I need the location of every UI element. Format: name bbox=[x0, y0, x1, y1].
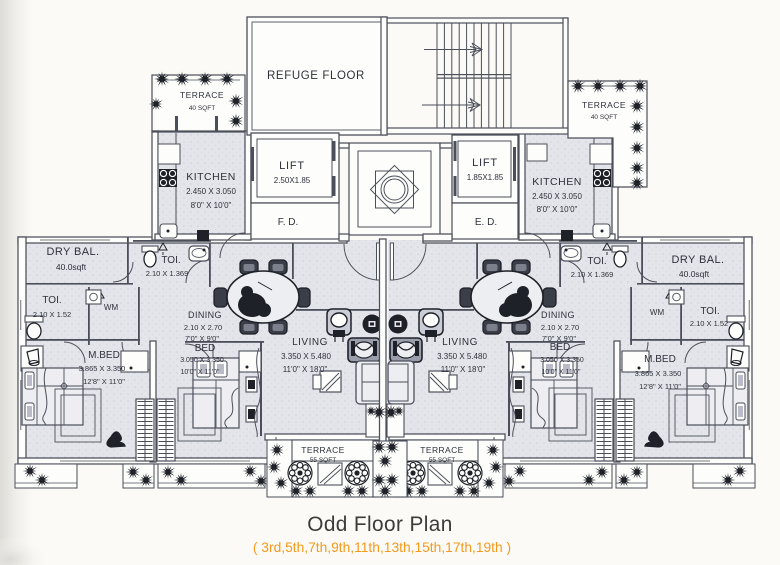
svg-text:7'0" X 9'0": 7'0" X 9'0" bbox=[542, 334, 576, 343]
svg-text:8'0" X 10'0": 8'0" X 10'0" bbox=[191, 201, 232, 210]
svg-text:7'0" X 9'0": 7'0" X 9'0" bbox=[185, 334, 219, 343]
svg-text:11'0" X 18'0": 11'0" X 18'0" bbox=[441, 365, 486, 374]
svg-text:10'0" X 11'0": 10'0" X 11'0" bbox=[180, 369, 220, 376]
svg-text:KITCHEN: KITCHEN bbox=[532, 176, 582, 188]
svg-text:LIVING: LIVING bbox=[292, 337, 328, 348]
svg-text:TOI.: TOI. bbox=[587, 256, 606, 267]
svg-text:3.350 X 5.480: 3.350 X 5.480 bbox=[281, 352, 331, 361]
svg-text:2.10 X 1.369: 2.10 X 1.369 bbox=[571, 270, 614, 279]
svg-text:3.865 X 3.350: 3.865 X 3.350 bbox=[79, 364, 126, 373]
svg-text:TOI.: TOI. bbox=[161, 255, 180, 266]
svg-text:TERRACE: TERRACE bbox=[301, 445, 344, 455]
svg-text:TERRACE: TERRACE bbox=[582, 100, 626, 110]
svg-text:12'8" X 11'0": 12'8" X 11'0" bbox=[83, 377, 125, 386]
svg-text:REFUGE FLOOR: REFUGE FLOOR bbox=[267, 70, 365, 82]
svg-text:LIFT: LIFT bbox=[279, 160, 305, 172]
svg-text:10'0" X 11'0": 10'0" X 11'0" bbox=[541, 369, 581, 376]
svg-text:M.BED: M.BED bbox=[644, 354, 676, 365]
svg-text:2.10 X 2.70: 2.10 X 2.70 bbox=[541, 323, 579, 332]
svg-text:40.0sqft: 40.0sqft bbox=[679, 269, 710, 279]
svg-text:2.10 X 2.70: 2.10 X 2.70 bbox=[184, 323, 222, 332]
svg-text:8'0" X 10'0": 8'0" X 10'0" bbox=[537, 205, 578, 214]
svg-text:TOI.: TOI. bbox=[700, 306, 719, 317]
svg-text:TOI.: TOI. bbox=[42, 295, 61, 306]
svg-text:3.865 X 3.350: 3.865 X 3.350 bbox=[635, 369, 682, 378]
svg-text:40 SQFT: 40 SQFT bbox=[189, 105, 215, 112]
svg-text:40.0sqft: 40.0sqft bbox=[56, 262, 87, 272]
svg-text:DRY BAL.: DRY BAL. bbox=[47, 246, 100, 258]
svg-text:LIFT: LIFT bbox=[472, 157, 498, 169]
svg-text:40 SQFT: 40 SQFT bbox=[591, 114, 617, 121]
svg-text:3.350 X 5.480: 3.350 X 5.480 bbox=[437, 352, 487, 361]
svg-text:DRY BAL.: DRY BAL. bbox=[672, 254, 725, 266]
svg-text:12'8" X 11'0": 12'8" X 11'0" bbox=[639, 382, 681, 391]
svg-text:55 SQFT: 55 SQFT bbox=[310, 457, 336, 464]
svg-text:WM: WM bbox=[650, 308, 665, 317]
svg-text:Odd Floor Plan: Odd Floor Plan bbox=[307, 513, 452, 536]
svg-text:2.10 X 1.52: 2.10 X 1.52 bbox=[33, 310, 71, 319]
svg-text:KITCHEN: KITCHEN bbox=[186, 171, 236, 183]
svg-text:2.50X1.85: 2.50X1.85 bbox=[274, 176, 311, 185]
svg-text:DINING: DINING bbox=[188, 310, 222, 320]
svg-text:2.450 X 3.050: 2.450 X 3.050 bbox=[532, 192, 582, 201]
svg-text:( 3rd,5th,7th,9th,11th,13th,15: ( 3rd,5th,7th,9th,11th,13th,15th,17th,19… bbox=[253, 540, 511, 555]
svg-text:55 SQFT: 55 SQFT bbox=[429, 457, 455, 464]
svg-text:3.050 X 3.350: 3.050 X 3.350 bbox=[540, 357, 584, 364]
svg-text:M.BED: M.BED bbox=[88, 350, 120, 361]
svg-text:WM: WM bbox=[104, 303, 119, 312]
svg-text:TERRACE: TERRACE bbox=[180, 90, 224, 100]
svg-text:3.050 X 3.350: 3.050 X 3.350 bbox=[180, 357, 224, 364]
svg-text:TERRACE: TERRACE bbox=[420, 445, 463, 455]
svg-text:BED: BED bbox=[550, 342, 571, 353]
svg-text:F. D.: F. D. bbox=[278, 217, 299, 228]
svg-text:E. D.: E. D. bbox=[475, 217, 497, 228]
svg-text:DINING: DINING bbox=[541, 310, 575, 320]
svg-text:11'0" X 18'0": 11'0" X 18'0" bbox=[283, 365, 328, 374]
svg-text:LIVING: LIVING bbox=[442, 337, 478, 348]
svg-text:2.10 X 1.369: 2.10 X 1.369 bbox=[146, 269, 189, 278]
svg-text:2.450 X 3.050: 2.450 X 3.050 bbox=[186, 187, 236, 196]
svg-text:1.85X1.85: 1.85X1.85 bbox=[467, 173, 504, 182]
svg-text:2.10 X 1.52: 2.10 X 1.52 bbox=[690, 319, 728, 328]
svg-text:BED: BED bbox=[195, 343, 216, 354]
